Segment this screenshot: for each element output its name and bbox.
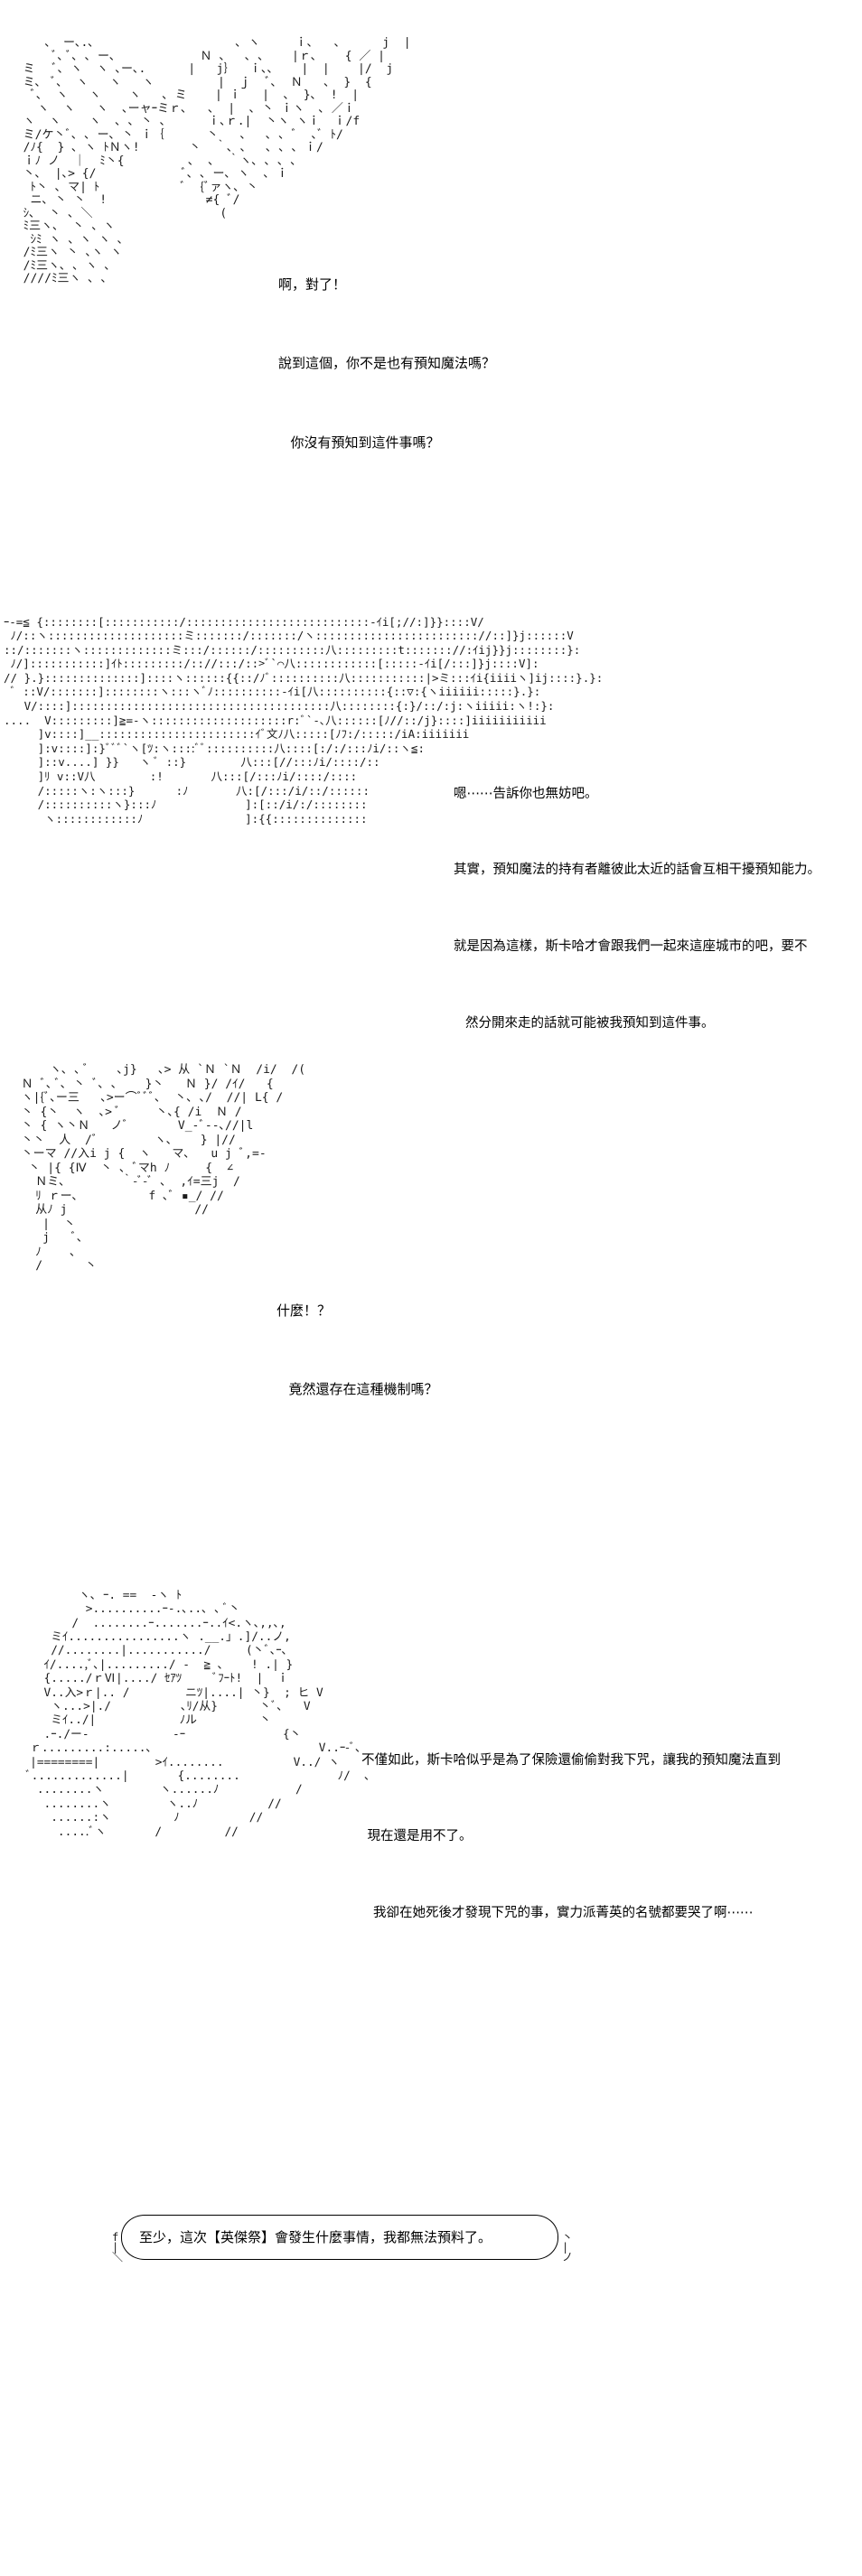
balloon-outline (121, 2215, 558, 2260)
dialogue-panel-2: 嗯⋯⋯告訴你也無妨吧。 其實，預知魔法的持有者離彼此太近的話會互相干擾預知能力。… (454, 730, 820, 1087)
narration-balloon: f | ＼ 至少，這次【英傑祭】會發生什麼事情，我都無法預料了。 丶 | ノ (112, 2211, 582, 2269)
panel-3: ヽ､ ､ ﾞ ､j} ､> 从 `Ｎ `Ｎ /i/ /( Ｎ ﾞ､ ﾞ､ 丶 ﾞ… (0, 1030, 862, 1554)
dialogue-line: 我卻在她死後才發現下咒的事，實力派菁英的名號都要哭了啊⋯⋯ (373, 1906, 754, 1921)
dialogue-line: 什麼！？ (276, 1302, 332, 1319)
ascii-art-panel-4: ヽ､ ｰ. == -ヽ ﾄ >..........ｰ-.､..､ ､ ﾞ丶 / … (23, 1588, 370, 1839)
ascii-art-panel-1: 、 ー､.､ ､ ヽ ｉ､ ､ j | ﾞ､ ﾞ､ ､ ー､ Ｎ 、 ､ ､ |… (23, 36, 411, 285)
dialogue-panel-3: 什麼！？ 竟然還存在這種機制嗎？ (276, 1245, 438, 1456)
dialogue-line: 竟然還存在這種機制嗎？ (288, 1381, 438, 1398)
balloon-tail-left: f | ＼ (112, 2231, 124, 2263)
dialogue-line: 你沒有預知到這件事嗎？ (290, 434, 440, 451)
dialogue-line: 其實，預知魔法的持有者離彼此太近的話會互相干擾預知能力。 (454, 863, 820, 878)
dialogue-line: 現在還是用不了。 (367, 1829, 473, 1844)
balloon-tail-right: 丶 | ノ (562, 2231, 574, 2263)
dialogue-panel-4: 不僅如此，斯卡哈似乎是為了保險還偷偷對我下咒，讓我的預知魔法直到 現在還是用不了… (361, 1696, 781, 1977)
dialogue-line: 不僅如此，斯卡哈似乎是為了保險還偷偷對我下咒，讓我的預知魔法直到 (361, 1752, 781, 1768)
panel-1: 、 ー､.､ ､ ヽ ｉ､ ､ j | ﾞ､ ﾞ､ ､ ー､ Ｎ 、 ､ ､ |… (0, 0, 862, 578)
dialogue-line: 然分開來走的話就可能被我預知到這件事。 (465, 1015, 715, 1031)
narration-text: 至少，這次【英傑祭】會發生什麼事情，我都無法預料了。 (139, 2229, 492, 2245)
dialogue-line: 嗯⋯⋯告訴你也無妨吧。 (454, 786, 598, 801)
ascii-art-panel-3: ヽ､ ､ ﾞ ､j} ､> 从 `Ｎ `Ｎ /i/ /( Ｎ ﾞ､ ﾞ､ 丶 ﾞ… (21, 1063, 306, 1273)
ascii-art-panel-2: ｰ-=≦ {::::::::[:::::::::::/:::::::::::::… (4, 614, 604, 826)
dialogue-line: 啊，對了！ (278, 275, 347, 293)
dialogue-line: 就是因為這樣，斯卡哈才會跟我們一起來這座城市的吧，要不 (454, 939, 808, 955)
dialogue-panel-1: 啊，對了！ 說到這個，你不是也有預知魔法嗎？ 你沒有預知到這件事嗎？ (278, 219, 495, 509)
dialogue-line: 說到這個，你不是也有預知魔法嗎？ (278, 355, 496, 372)
panel-4: ヽ､ ｰ. == -ヽ ﾄ >..........ｰ-.､..､ ､ ﾞ丶 / … (0, 1554, 862, 2114)
panel-2: ｰ-=≦ {::::::::[:::::::::::/:::::::::::::… (0, 578, 862, 1031)
